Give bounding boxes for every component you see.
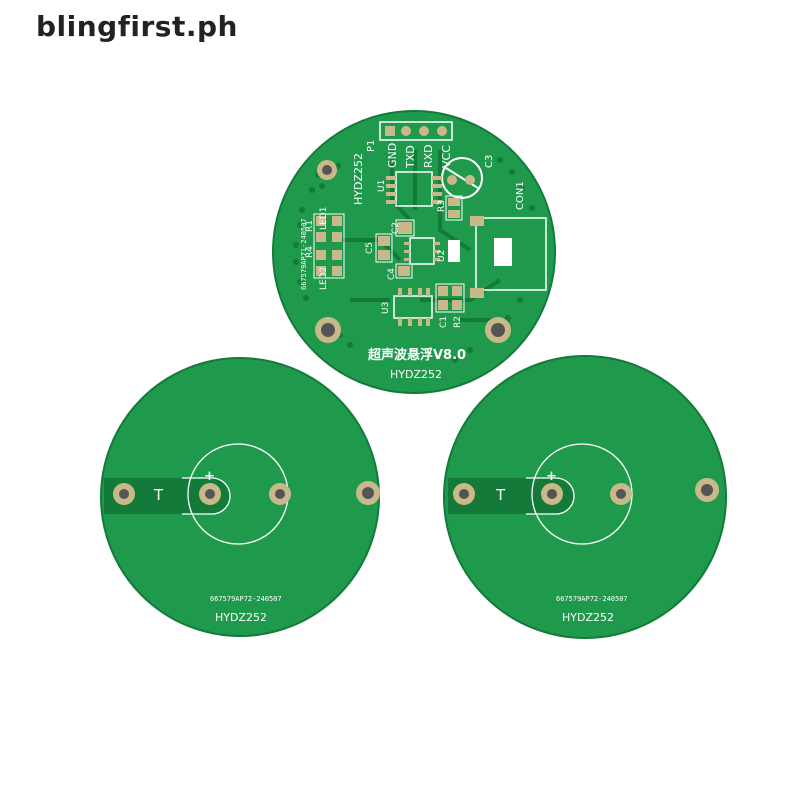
top-board-title: 超声波悬浮V8.0: [368, 347, 466, 363]
connector-con1: [470, 216, 547, 298]
label-r2: R2: [453, 316, 463, 328]
top-board-model: HYDZ252: [390, 368, 442, 381]
ic-u2: [404, 237, 460, 265]
top-pcb-board: P1 GND TXD RXD VCC C3 CON1: [272, 110, 556, 394]
connector-label: CON1: [515, 181, 526, 210]
cap-label: C3: [484, 155, 495, 168]
label-u3: U3: [381, 302, 391, 314]
label-r4: R4: [305, 246, 315, 258]
board-code-vertical: HYDZ252: [352, 153, 365, 205]
pin-label-txd: TXD: [404, 145, 417, 169]
top-lot-code: 667579AP71-240507: [300, 218, 308, 290]
br-transducer-slot: [448, 478, 574, 514]
cap-c1-resistor-r2: [435, 283, 465, 313]
pin-label-gnd: GND: [386, 143, 399, 168]
header-p1: [379, 121, 453, 141]
br-pads: [453, 478, 719, 505]
bottom-right-pcb-board: T + 667579AP72-240507 HYDZ252: [443, 355, 727, 639]
top-board-vias: [293, 157, 535, 363]
ic-u1: [386, 171, 442, 207]
top-board-disc: [273, 111, 555, 393]
label-c2: C2: [391, 222, 401, 234]
br-pin-t: T: [495, 486, 506, 504]
br-lot-code: 667579AP72-240507: [556, 595, 628, 603]
bl-pads: [113, 481, 380, 505]
br-model: HYDZ252: [562, 611, 614, 624]
ic-u3: [393, 288, 433, 326]
header-label: P1: [366, 140, 377, 152]
bottom-left-pcb-board: T + 667579AP72-240507 HYDZ252: [100, 357, 380, 637]
label-r3: R3: [437, 200, 447, 212]
cap-c5: [375, 233, 393, 263]
label-r1: R1: [305, 220, 315, 232]
cap-c2: [395, 219, 415, 237]
watermark-text: blingfirst.ph: [36, 10, 238, 43]
bl-pin-plus: +: [204, 469, 215, 484]
led-resistor-column: [313, 213, 345, 279]
resistor-r3: [445, 195, 463, 221]
bl-model: HYDZ252: [215, 611, 267, 624]
label-c5: C5: [365, 242, 375, 254]
label-u1: U1: [377, 180, 387, 192]
label-led2: LED2: [319, 267, 329, 290]
pin-label-rxd: RXD: [422, 144, 435, 168]
br-pin-plus: +: [546, 469, 557, 484]
cap-c4: [395, 263, 413, 279]
label-c4: C4: [387, 268, 397, 280]
bl-transducer-slot: [104, 478, 230, 514]
bl-pin-t: T: [153, 486, 164, 504]
br-board-disc: [444, 356, 726, 638]
label-c1: C1: [439, 316, 449, 328]
label-led1: LED1: [319, 207, 329, 230]
label-u2: U2: [437, 250, 447, 262]
bl-lot-code: 667579AP72-240507: [210, 595, 282, 603]
top-board-mounting-holes: [315, 160, 511, 343]
bl-board-disc: [101, 358, 379, 636]
